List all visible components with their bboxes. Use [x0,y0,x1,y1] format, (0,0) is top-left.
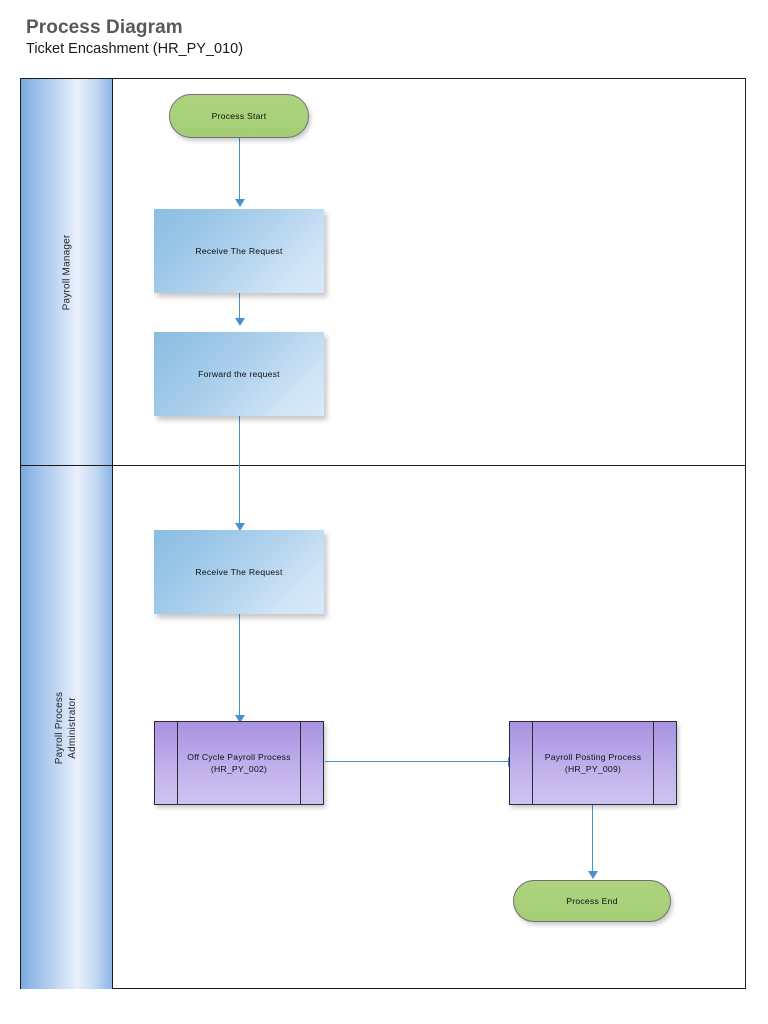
connector-forward-to-receive-request-2 [239,412,240,530]
swimlane-payroll-process-administrator: Payroll Process Administrator [21,466,745,989]
node-forward-the-request[interactable]: Forward the request [154,332,324,416]
swimlane-header-payroll-process-administrator: Payroll Process Administrator [21,466,113,989]
connector-payroll-posting-to-process-end [592,802,593,878]
swimlane-divider [21,465,745,466]
arrowhead-start-to-receive-request-1 [234,199,245,207]
process-diagram-canvas: Payroll Manager Payroll Process Administ… [20,78,746,989]
node-process-start-label: Process Start [211,111,267,121]
node-forward-the-request-label: Forward the request [198,369,280,379]
node-receive-the-request-2-label: Receive The Request [195,567,283,577]
node-off-cycle-payroll-process[interactable]: Off Cycle Payroll Process (HR_PY_002) [154,721,324,805]
connector-receive-request-1-to-forward [239,291,240,325]
node-off-cycle-payroll-process-label: Off Cycle Payroll Process (HR_PY_002) [187,752,291,774]
node-receive-the-request-1-label: Receive The Request [195,246,283,256]
connector-off-cycle-payroll-to-payroll-posting [325,761,515,762]
page-subtitle: Ticket Encashment (HR_PY_010) [26,41,244,57]
node-receive-the-request-2[interactable]: Receive The Request [154,530,324,614]
node-receive-the-request-1[interactable]: Receive The Request [154,209,324,293]
swimlane-label-payroll-process-administrator: Payroll Process Administrator [54,691,79,764]
swimlane-label-payroll-manager: Payroll Manager [61,234,72,310]
node-payroll-posting-process[interactable]: Payroll Posting Process (HR_PY_009) [509,721,677,805]
node-payroll-posting-process-label: Payroll Posting Process (HR_PY_009) [544,752,642,774]
arrowhead-receive-request-2-to-off-cycle-payroll [234,715,245,723]
page-title: Process Diagram [26,17,183,38]
node-process-start[interactable]: Process Start [169,94,309,138]
node-process-end-label: Process End [566,896,618,906]
page-header: Process Diagram Ticket Encashment (HR_PY… [26,16,726,59]
connector-receive-request-2-to-off-cycle-payroll [239,614,240,722]
arrowhead-forward-to-receive-request-2 [234,523,245,531]
swimlane-header-payroll-manager: Payroll Manager [21,79,113,465]
swimlane-payroll-manager: Payroll Manager [21,79,745,465]
connector-start-to-receive-request-1 [239,133,240,203]
arrowhead-receive-request-1-to-forward [234,318,245,326]
node-process-end[interactable]: Process End [513,880,671,922]
arrowhead-payroll-posting-to-process-end [587,871,598,879]
